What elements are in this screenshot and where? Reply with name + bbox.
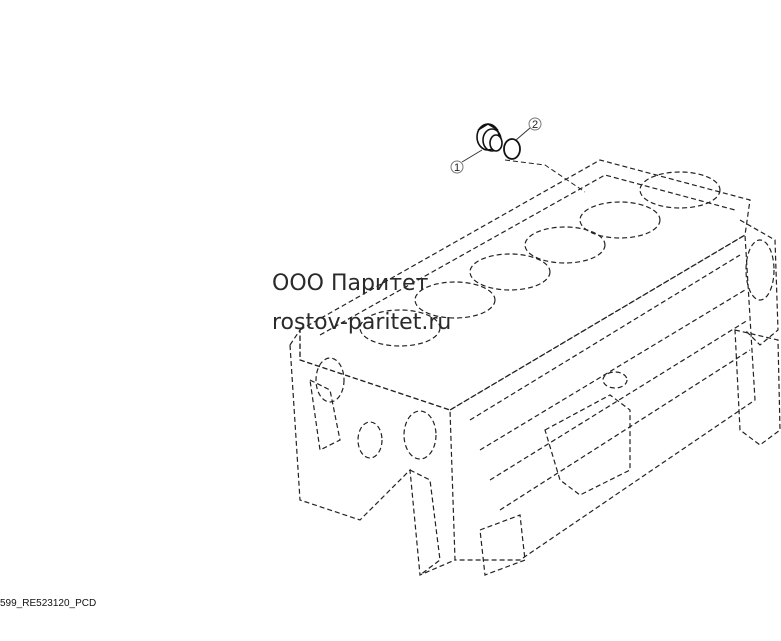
callout-bubble-2	[528, 117, 542, 131]
callout-leader-2	[515, 127, 531, 141]
watermark-company-name: ООО Паритет	[272, 271, 429, 296]
o-ring-part	[503, 138, 521, 160]
callout-label-1: 1	[454, 162, 460, 174]
callout-leader-1	[461, 149, 483, 163]
callout-bubble-1	[450, 160, 464, 174]
drawing-code-label: 599_RE523120_PCD	[0, 598, 97, 609]
watermark-website: rostov-paritet.ru	[272, 310, 452, 335]
plug-part	[476, 123, 503, 152]
callout-label-2: 2	[532, 119, 538, 131]
leader-line	[504, 159, 586, 193]
engine-block	[289, 159, 781, 576]
